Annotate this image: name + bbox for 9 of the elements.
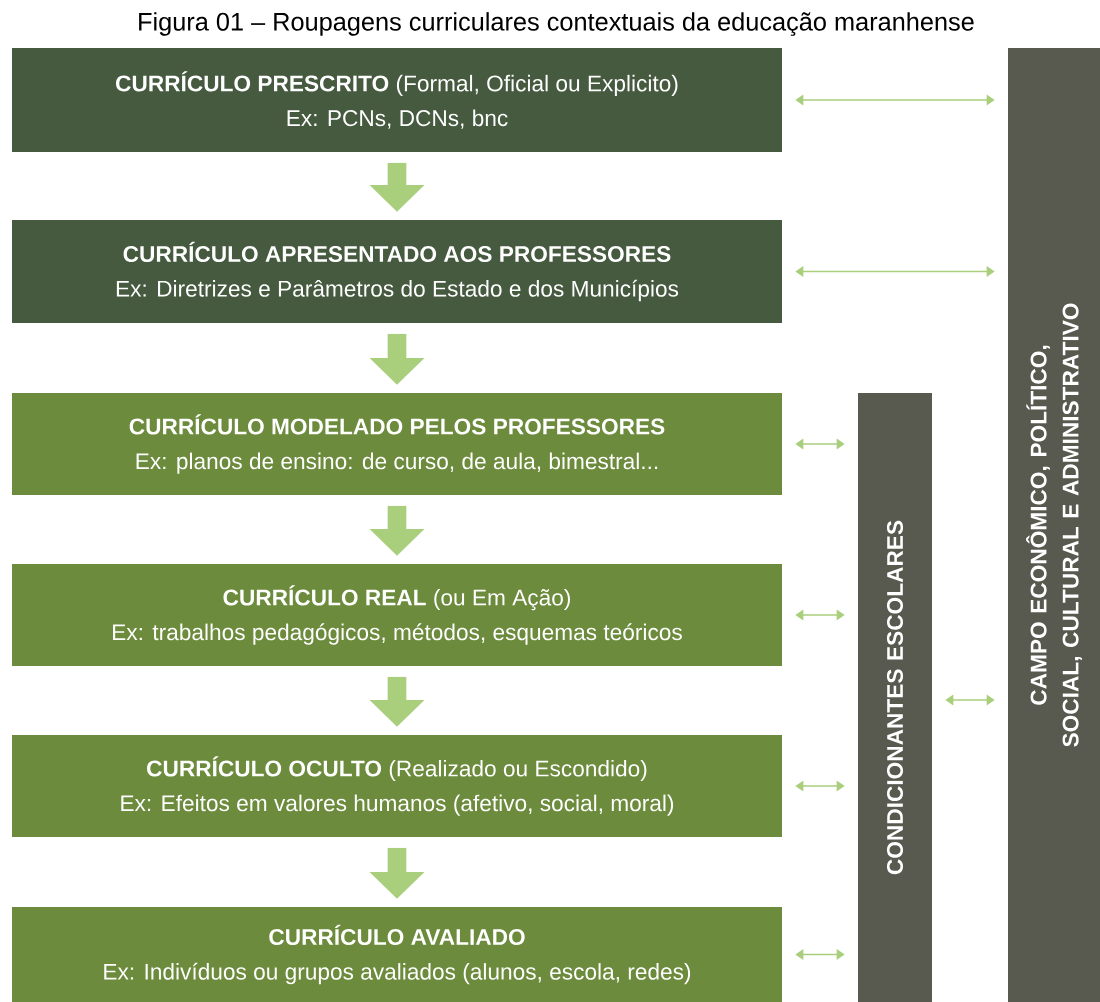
curriculum-box: CURRÍCULO PRESCRITO (Formal, Oficial ou Explicito) Ex: PCNs, DCNs, bnc xyxy=(12,48,782,152)
curriculum-box: CURRÍCULO APRESENTADO AOS PROFESSORES Ex: Diretrizes e Parâmetros do Estado e dos Municípios xyxy=(12,220,782,323)
figure-title: Figura 01 – Roupagens curriculares contextuais da educação maranhense xyxy=(139,12,974,36)
context-bar: CAMPO ECONÔMICO, POLÍTICO, SOCIAL, CULTURAL E ADMINISTRATIVO xyxy=(1008,48,1100,1002)
curriculum-box: CURRÍCULO REAL (ou Em Ação) Ex: trabalhos pedagógicos, métodos, esquemas teóricos xyxy=(12,564,782,666)
curriculum-box: CURRÍCULO AVALIADO Ex: Indivíduos ou grupos avaliados (alunos, escola, redes) xyxy=(12,907,782,1002)
curriculum-box: CURRÍCULO OCULTO (Realizado ou Escondido) Ex: Efeitos em valores humanos (afetivo, social, moral) xyxy=(12,735,782,837)
curriculum-box: CURRÍCULO MODELADO PELOS PROFESSORES Ex: planos de ensino: de curso, de aula, bimestral... xyxy=(12,393,782,495)
context-bar: CONDICIONANTES ESCOLARES xyxy=(858,393,932,1002)
